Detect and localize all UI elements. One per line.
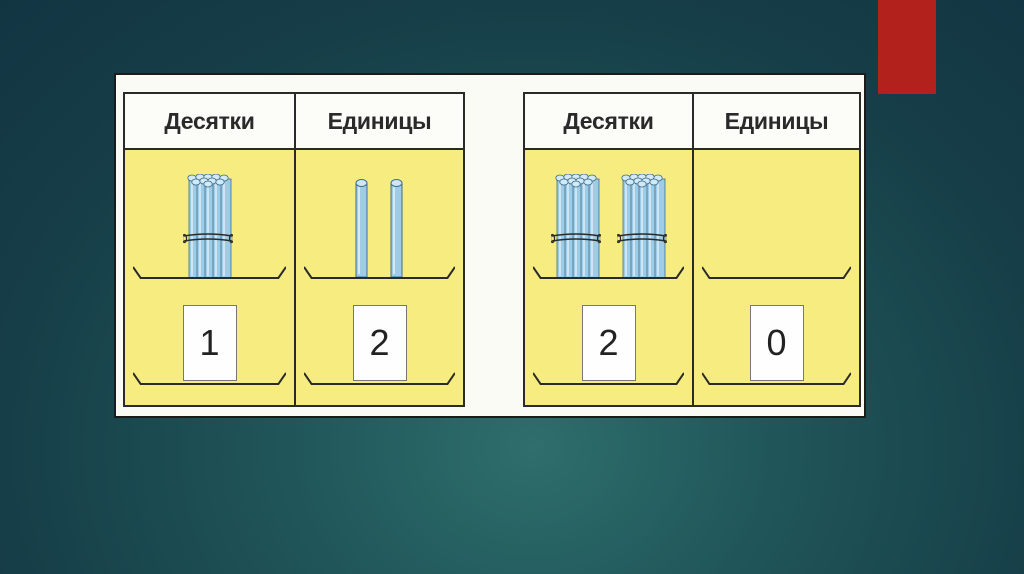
ten-stick-bundle-icon <box>617 174 667 280</box>
tens-column: Десятки 2 <box>523 92 694 407</box>
ten-stick-bundle-icon <box>551 174 601 280</box>
counting-stick-icon <box>390 178 403 278</box>
units-header: Единицы <box>296 94 463 150</box>
ten-stick-bundle-icon <box>183 174 233 280</box>
place-value-table-1: Десятки 1 Единицы 2 <box>123 92 465 407</box>
place-value-figure: Десятки 1 Единицы 2 Десятки 2 Единицы <box>114 73 866 418</box>
shelf <box>133 372 286 386</box>
tens-header: Десятки <box>125 94 294 150</box>
digit-card: 0 <box>750 305 804 381</box>
shelf <box>133 266 286 280</box>
digit-card: 2 <box>582 305 636 381</box>
shelf <box>702 372 851 386</box>
shelf <box>304 372 455 386</box>
digit-card: 2 <box>353 305 407 381</box>
units-column: Единицы 2 <box>294 92 465 407</box>
place-value-table-2: Десятки 2 Единицы 0 <box>523 92 861 407</box>
counting-stick-icon <box>355 178 368 278</box>
red-accent-block <box>878 0 936 94</box>
tens-column: Десятки 1 <box>123 92 296 407</box>
tens-header: Десятки <box>525 94 692 150</box>
digit-card: 1 <box>183 305 237 381</box>
units-header: Единицы <box>694 94 859 150</box>
shelf <box>702 266 851 280</box>
shelf <box>304 266 455 280</box>
shelf <box>533 266 684 280</box>
units-column: Единицы 0 <box>692 92 861 407</box>
shelf <box>533 372 684 386</box>
